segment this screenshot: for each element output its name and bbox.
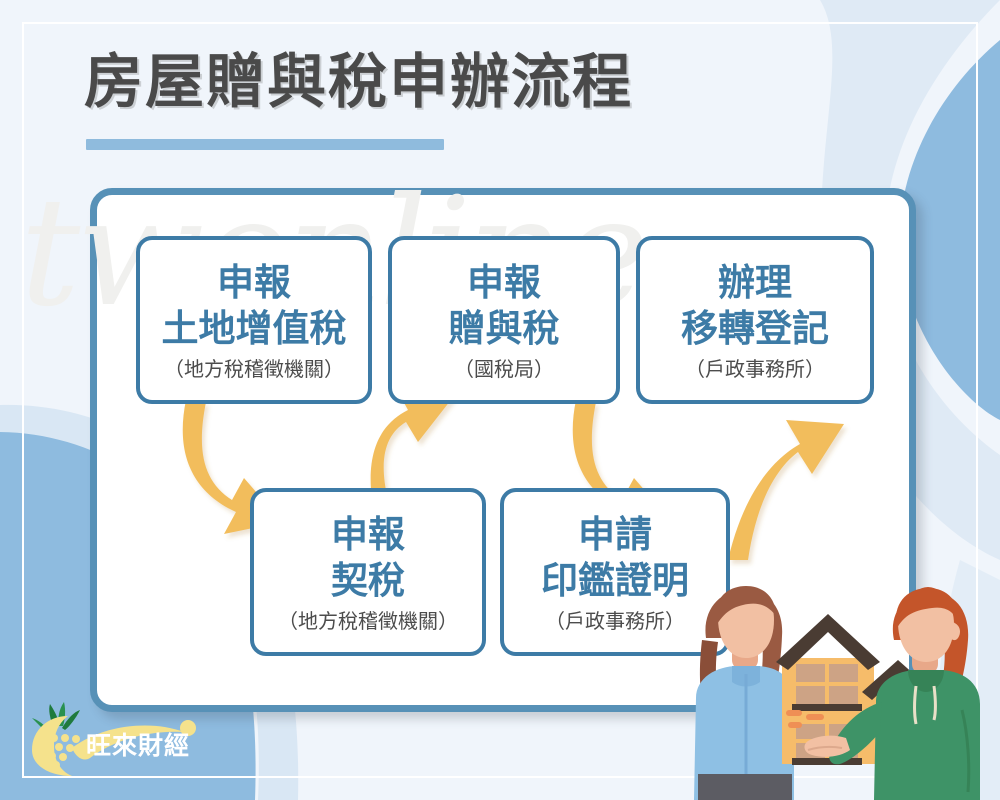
arrow-step5-to-step3 [728,420,844,560]
pineapple-icon [32,702,196,776]
flow-step-box-5[interactable]: 申請 印鑑證明 （戶政事務所） [500,488,730,656]
step-4-line-2: 契稅 [331,558,405,602]
step-5-line-1: 申請 [578,513,652,557]
step-3-line-1: 辦理 [718,261,792,305]
step-3-line-2: 移轉登記 [681,306,829,350]
step-1-line-2: 土地增值稅 [161,306,347,350]
wave-top-right-dark [899,0,1000,420]
right-person-figure [804,587,980,800]
step-1-agency: （地方稅稽徵機關） [164,356,344,381]
flow-step-box-4[interactable]: 申報 契稅 （地方稅稽徵機關） [250,488,486,656]
step-3-agency: （戶政事務所） [685,356,825,381]
brand-logo[interactable]: 旺來財經 [24,700,224,780]
page-title: 房屋贈與稅申辦流程 [84,47,634,116]
flow-step-box-2[interactable]: 申報 贈與稅 （國稅局） [388,236,620,404]
step-2-agency: （國稅局） [454,356,554,381]
step-4-agency: （地方稅稽徵機關） [278,608,458,633]
flow-step-box-3[interactable]: 辦理 移轉登記 （戶政事務所） [636,236,874,404]
flow-step-box-1[interactable]: 申報 土地增值稅 （地方稅稽徵機關） [136,236,372,404]
title-underline-bar [86,139,444,150]
brand-logo-text: 旺來財經 [86,731,191,760]
step-2-line-2: 贈與稅 [448,306,560,350]
people-holding-house-illustration [694,586,980,800]
step-2-line-1: 申報 [467,261,541,305]
step-5-line-2: 印鑑證明 [541,558,689,602]
arrow-step4-to-step2 [370,388,454,500]
step-1-line-1: 申報 [217,261,291,305]
step-5-agency: （戶政事務所） [545,608,685,633]
step-4-line-1: 申報 [331,513,405,557]
